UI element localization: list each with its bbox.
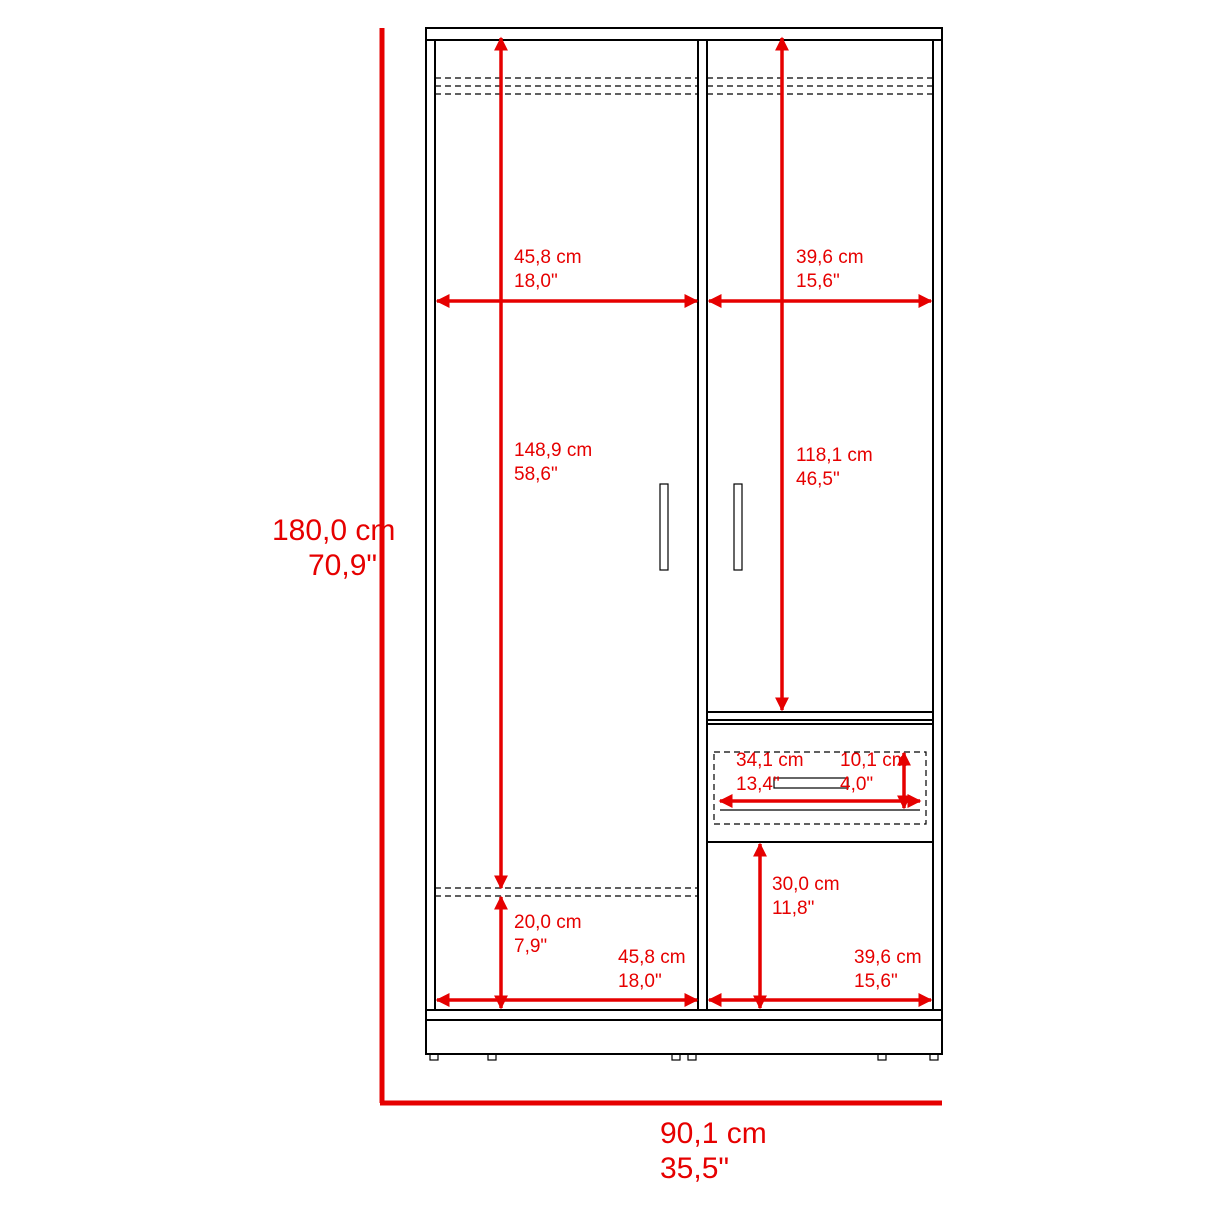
drawer-handle (773, 777, 849, 789)
right-bottom-width-in: 15,6" (854, 971, 898, 992)
left-hanging-height-in: 58,6" (514, 464, 558, 485)
drawer-width-in: 13,4" (736, 774, 780, 795)
overall-height-cm: 180,0 cm (272, 514, 395, 547)
left-bottom-width-cm: 45,8 cm (618, 947, 686, 968)
right-width-cm: 39,6 cm (796, 247, 864, 268)
hanging-rod-right (707, 77, 933, 95)
left-bottom-width-in: 18,0" (618, 971, 662, 992)
left-width-in: 18,0" (514, 271, 558, 292)
wardrobe-feet (429, 1053, 939, 1061)
left-width-cm: 45,8 cm (514, 247, 582, 268)
overall-width-cm: 90,1 cm (660, 1117, 767, 1150)
overall-width-in: 35,5" (660, 1152, 729, 1185)
hanging-rod-left (435, 77, 698, 95)
drawer-width-cm: 34,1 cm (736, 750, 804, 771)
left-bottom-height-in: 7,9" (514, 936, 547, 957)
right-width-in: 15,6" (796, 271, 840, 292)
right-hanging-height-in: 46,5" (796, 469, 840, 490)
drawer-front (706, 723, 934, 843)
wardrobe-outline (425, 27, 943, 1061)
right-door-handle (733, 483, 743, 571)
left-hanging-height-cm: 148,9 cm (514, 440, 592, 461)
left-bottom-height-cm: 20,0 cm (514, 912, 582, 933)
drawer-height-cm: 10,1 cm (840, 750, 908, 771)
right-bottom-height-cm: 30,0 cm (772, 874, 840, 895)
left-door-handle (659, 483, 669, 571)
right-bottom-width-cm: 39,6 cm (854, 947, 922, 968)
drawer-height-in: 4,0" (840, 774, 873, 795)
right-hanging-height-cm: 118,1 cm (796, 445, 873, 466)
overall-height-in: 70,9" (308, 549, 377, 582)
right-bottom-height-in: 11,8" (772, 898, 814, 919)
drawer-box-hidden (713, 751, 927, 825)
